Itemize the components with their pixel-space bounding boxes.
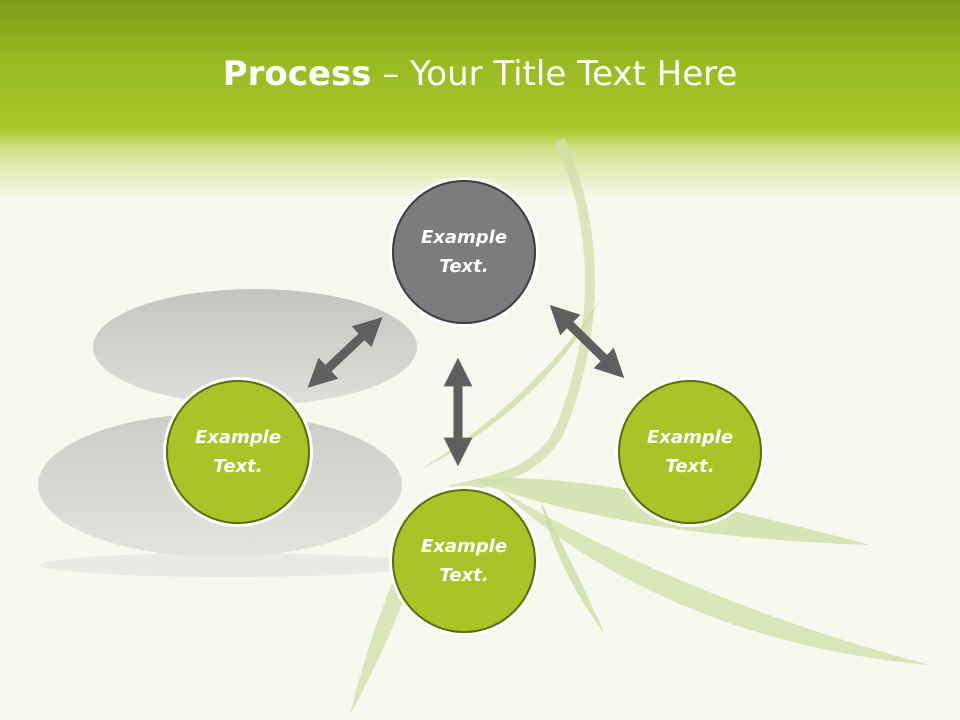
double-arrow-top-right <box>549 304 625 379</box>
node-ring <box>166 380 310 524</box>
stone-shadow <box>40 553 420 577</box>
node-label-top: Example Text. <box>420 227 508 277</box>
node-label-right: Example Text. <box>646 427 734 477</box>
slide-title: Process – Your Title Text Here <box>0 52 960 96</box>
process-node-left: Example Text. <box>163 377 313 527</box>
node-ring <box>392 489 536 633</box>
process-node-top: Example Text. <box>389 177 539 327</box>
node-label-left: Example Text. <box>194 427 282 477</box>
process-node-bottom: Example Text. <box>389 486 539 636</box>
node-label-bottom: Example Text. <box>420 536 508 586</box>
header-band <box>0 0 960 200</box>
bamboo-leaf <box>540 500 605 635</box>
double-arrow-top-left <box>307 317 383 388</box>
bamboo-stem <box>449 137 595 495</box>
title-strong: Process <box>222 54 372 94</box>
node-ring <box>392 180 536 324</box>
node-ring <box>618 380 762 524</box>
title-rest: – Your Title Text Here <box>371 54 738 94</box>
process-node-right: Example Text. <box>615 377 765 527</box>
